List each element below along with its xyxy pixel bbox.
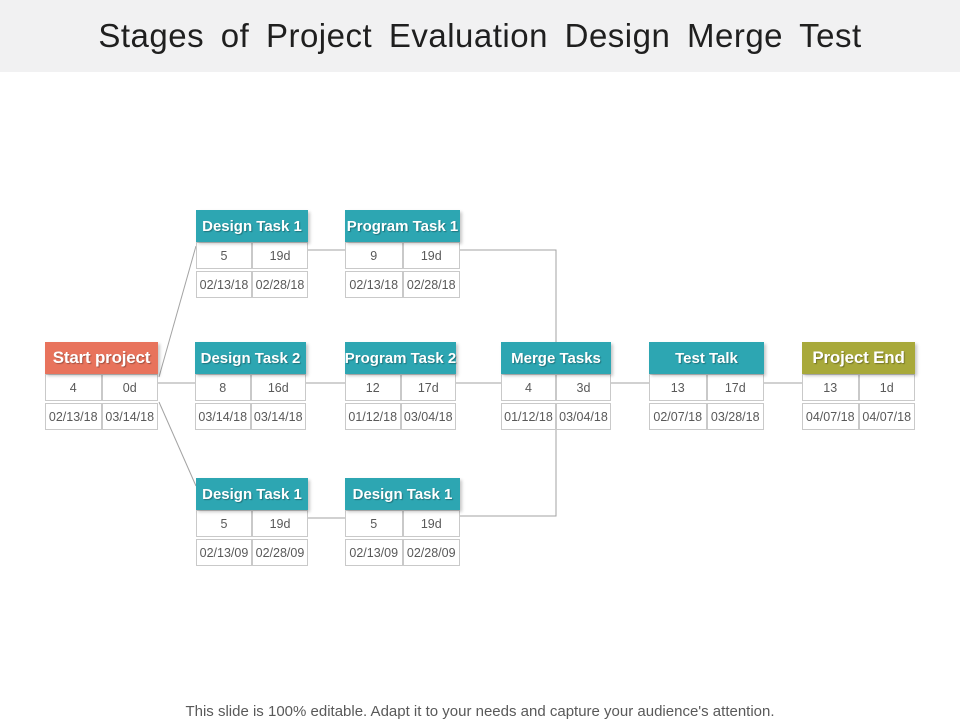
task-card-header: Merge Tasks: [501, 342, 611, 374]
page-title: Stages of Project Evaluation Design Merg…: [98, 17, 862, 54]
task-end-date-cell: 03/04/18: [400, 403, 456, 430]
task-start-date-cell: 04/07/18: [802, 403, 859, 430]
task-card-grid: 9 19d 02/13/18 02/28/18: [345, 242, 460, 298]
task-start-date-cell: 02/13/09: [345, 539, 403, 566]
task-card-grid: 13 17d 02/07/18 03/28/18: [649, 374, 764, 430]
connector-program-task-1-to-merge-tasks: [460, 249, 557, 342]
task-card-header: Design Task 1: [196, 210, 308, 242]
task-card-design-task-1-bottom-2[interactable]: Design Task 1 5 19d 02/13/09 02/28/09: [345, 478, 460, 566]
task-title: Design Task 2: [200, 349, 301, 367]
task-card-grid: 4 3d 01/12/18 03/04/18: [501, 374, 611, 430]
task-card-grid: 5 19d 02/13/09 02/28/09: [345, 510, 460, 566]
task-number-cell: 13: [802, 374, 859, 401]
task-start-date-cell: 02/13/18: [345, 271, 403, 298]
task-end-date-cell: 03/04/18: [556, 403, 611, 430]
task-number-cell: 8: [195, 374, 251, 401]
task-duration-cell: 17d: [706, 374, 764, 401]
task-title: Start project: [52, 348, 151, 367]
task-card-test-talk[interactable]: Test Talk 13 17d 02/07/18 03/28/18: [649, 342, 764, 430]
task-title: Merge Tasks: [511, 349, 601, 367]
task-start-date-cell: 02/13/18: [45, 403, 102, 430]
task-card-header: Program Task 1: [345, 210, 460, 242]
task-duration-cell: 19d: [252, 242, 308, 269]
task-number-cell: 4: [501, 374, 556, 401]
task-card-project-end[interactable]: Project End 13 1d 04/07/18 04/07/18: [802, 342, 915, 430]
task-end-date-cell: 04/07/18: [858, 403, 915, 430]
task-start-date-cell: 02/07/18: [649, 403, 707, 430]
task-card-design-task-2[interactable]: Design Task 2 8 16d 03/14/18 03/14/18: [195, 342, 306, 430]
task-duration-cell: 16d: [250, 374, 306, 401]
task-duration-cell: 0d: [101, 374, 158, 401]
connector-start-to-design-task-1-bottom: [158, 401, 197, 487]
task-card-header: Design Task 1: [196, 478, 308, 510]
task-end-date-cell: 03/14/18: [250, 403, 306, 430]
task-start-date-cell: 03/14/18: [195, 403, 251, 430]
task-card-header: Design Task 1: [345, 478, 460, 510]
task-card-program-task-1[interactable]: Program Task 1 9 19d 02/13/18 02/28/18: [345, 210, 460, 298]
task-card-start-project[interactable]: Start project 4 0d 02/13/18 03/14/18: [45, 342, 158, 430]
task-number-cell: 9: [345, 242, 403, 269]
task-card-header: Project End: [802, 342, 915, 374]
task-duration-cell: 3d: [556, 374, 611, 401]
task-title: Design Task 1: [202, 217, 302, 235]
footer-note: This slide is 100% editable. Adapt it to…: [185, 703, 775, 720]
task-title: Design Task 1: [352, 485, 453, 503]
task-title: Test Talk: [675, 349, 738, 367]
task-card-merge-tasks[interactable]: Merge Tasks 4 3d 01/12/18 03/04/18: [501, 342, 611, 430]
task-start-date-cell: 01/12/18: [501, 403, 556, 430]
task-card-header: Start project: [45, 342, 158, 374]
task-start-date-cell: 01/12/18: [345, 403, 401, 430]
task-title: Design Task 1: [202, 485, 302, 503]
task-number-cell: 4: [45, 374, 102, 401]
task-card-grid: 5 19d 02/13/18 02/28/18: [196, 242, 308, 298]
task-card-grid: 4 0d 02/13/18 03/14/18: [45, 374, 158, 430]
task-duration-cell: 17d: [400, 374, 456, 401]
task-card-header: Program Task 2: [345, 342, 456, 374]
task-end-date-cell: 02/28/09: [402, 539, 460, 566]
task-duration-cell: 19d: [402, 242, 460, 269]
task-card-grid: 12 17d 01/12/18 03/04/18: [345, 374, 456, 430]
task-card-header: Design Task 2: [195, 342, 306, 374]
task-card-program-task-2[interactable]: Program Task 2 12 17d 01/12/18 03/04/18: [345, 342, 456, 430]
connector-start-to-design-task-1-top: [158, 245, 197, 378]
task-end-date-cell: 03/14/18: [101, 403, 158, 430]
task-card-grid: 8 16d 03/14/18 03/14/18: [195, 374, 306, 430]
task-duration-cell: 1d: [858, 374, 915, 401]
task-end-date-cell: 02/28/18: [402, 271, 460, 298]
task-end-date-cell: 03/28/18: [706, 403, 764, 430]
connector-design-task-1-bottom-2-to-merge-tasks: [460, 430, 557, 517]
task-start-date-cell: 02/13/09: [196, 539, 252, 566]
task-card-grid: 13 1d 04/07/18 04/07/18: [802, 374, 915, 430]
task-end-date-cell: 02/28/09: [252, 539, 308, 566]
task-card-grid: 5 19d 02/13/09 02/28/09: [196, 510, 308, 566]
task-end-date-cell: 02/28/18: [252, 271, 308, 298]
task-title: Program Task 1: [346, 217, 459, 235]
task-title: Program Task 2: [344, 349, 457, 367]
task-number-cell: 13: [649, 374, 707, 401]
task-title: Project End: [812, 348, 905, 367]
task-number-cell: 5: [196, 510, 252, 537]
task-duration-cell: 19d: [252, 510, 308, 537]
task-card-design-task-1-bottom-1[interactable]: Design Task 1 5 19d 02/13/09 02/28/09: [196, 478, 308, 566]
task-start-date-cell: 02/13/18: [196, 271, 252, 298]
task-card-design-task-1-top[interactable]: Design Task 1 5 19d 02/13/18 02/28/18: [196, 210, 308, 298]
task-duration-cell: 19d: [402, 510, 460, 537]
task-number-cell: 5: [196, 242, 252, 269]
task-number-cell: 12: [345, 374, 401, 401]
task-card-header: Test Talk: [649, 342, 764, 374]
title-band: Stages of Project Evaluation Design Merg…: [0, 0, 960, 72]
task-number-cell: 5: [345, 510, 403, 537]
